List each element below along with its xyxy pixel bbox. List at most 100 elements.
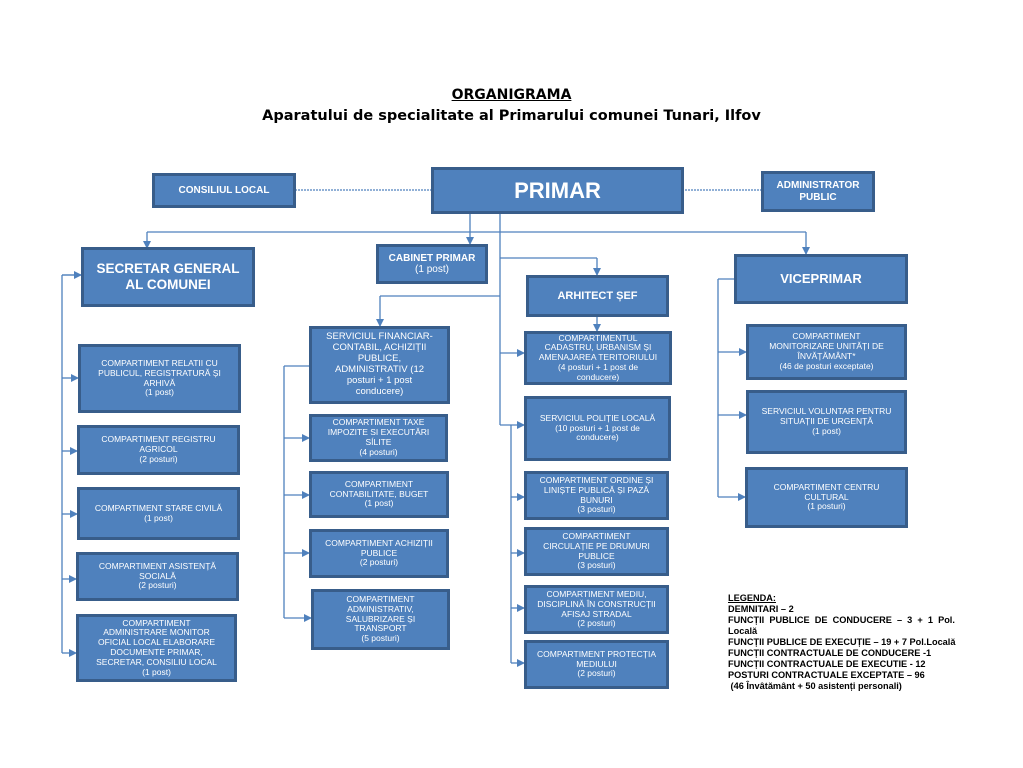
box-line: PUBLICE,	[357, 353, 402, 365]
box-line: CONTABILITATE, BUGET	[329, 488, 429, 499]
box-label: CONSILIUL LOCAL	[178, 184, 270, 196]
legend-line: FUNCȚII PUBLICE DE CONDUCERE – 3 + 1 Pol…	[728, 615, 955, 625]
legend-title: LEGENDA:	[728, 593, 776, 603]
box-arhitect-sef: ARHITECT ȘEF	[526, 275, 669, 317]
box-line: SALUBRIZARE ȘI	[345, 613, 416, 624]
box-line: PUBLICE	[360, 547, 398, 558]
box-line: TRANSPORT	[354, 623, 407, 634]
box-line: (1 post)	[364, 498, 394, 509]
box-line: (1 post)	[812, 425, 841, 436]
legend-line: Locală	[728, 626, 758, 636]
box-line: PUBLIC	[799, 191, 837, 203]
box-line: (3 posturi)	[577, 504, 616, 515]
box-contabilitate-buget: COMPARTIMENT CONTABILITATE, BUGET (1 pos…	[309, 471, 449, 518]
box-line: CULTURAL	[804, 491, 849, 502]
box-line: COMPARTIMENT TAXE	[332, 417, 425, 428]
box-consiliul-local: CONSILIUL LOCAL	[152, 173, 296, 208]
box-line: conducere)	[355, 385, 404, 397]
box-primar: PRIMAR	[431, 167, 684, 214]
box-line: ADMINISTRATOR	[776, 180, 860, 191]
box-line: ADMINISTRATIV (12	[334, 364, 425, 375]
box-registru-agricol: COMPARTIMENT REGISTRU AGRICOL (2 posturi…	[77, 425, 240, 475]
box-line: IMPOZITE SI EXECUTĂRI	[327, 427, 430, 438]
box-line: (46 de posturi exceptate)	[779, 360, 874, 371]
box-line: conducere)	[576, 371, 620, 382]
box-label: PRIMAR	[514, 177, 601, 203]
box-line: COMPARTIMENT RELATII CU	[101, 357, 218, 368]
legend-line: FUNCȚII CONTRACTUALE DE CONDUCERE -1	[728, 648, 932, 658]
box-line: CONTABIL, ACHIZIȚII	[332, 342, 427, 354]
box-line: DISCIPLINĂ ÎN CONSTRUCȚII	[537, 598, 656, 609]
box-line: posturi + 1 post	[346, 374, 413, 386]
box-administrator-public: ADMINISTRATOR PUBLIC	[761, 171, 875, 212]
box-secretar-general: SECRETAR GENERAL AL COMUNEI	[81, 247, 255, 307]
box-line: COMPARTIMENT	[344, 478, 414, 489]
box-relatii-publicul: COMPARTIMENT RELATII CU PUBLICUL, REGIST…	[78, 344, 241, 413]
box-monitorizare-invatamant: COMPARTIMENT MONITORIZARE UNITĂȚI DE ÎNV…	[746, 324, 907, 380]
box-line: CABINET PRIMAR	[388, 252, 476, 264]
box-line: MEDIULUI	[576, 658, 617, 669]
box-line: (1 posturi)	[807, 501, 846, 512]
box-monitor-oficial: COMPARTIMENT ADMINISTRARE MONITOR OFICIA…	[76, 614, 237, 682]
box-asistenta-sociala: COMPARTIMENT ASISTENȚĂ SOCIALĂ (2 postur…	[76, 552, 239, 601]
box-line: LINIȘTE PUBLICĂ ȘI PAZĂ	[543, 484, 650, 495]
box-label: ARHITECT ȘEF	[557, 289, 638, 302]
box-circulatie-drumuri: COMPARTIMENT CIRCULAȚIE PE DRUMURI PUBLI…	[524, 527, 669, 576]
box-line: SECRETAR, CONSILIU LOCAL	[96, 656, 217, 667]
box-line: AFISAJ STRADAL	[561, 608, 632, 619]
box-line: COMPARTIMENT ASISTENȚĂ	[98, 560, 217, 571]
box-line: (3 posturi)	[577, 560, 616, 571]
box-line: (2 posturi)	[577, 668, 616, 679]
box-line: COMPARTIMENT	[346, 594, 415, 605]
box-line: PUBLICE	[578, 550, 615, 561]
box-line: BUNURI	[580, 494, 613, 505]
box-label: VICEPRIMAR	[780, 270, 862, 286]
box-cadastru-urbanism: COMPARTIMENTUL CADASTRU, URBANISM ȘI AME…	[524, 331, 672, 385]
box-line: (1 post)	[144, 512, 173, 523]
box-line: (2 posturi)	[139, 453, 178, 464]
box-protectia-mediului: COMPARTIMENT PROTECȚIA MEDIULUI (2 postu…	[524, 640, 669, 689]
legend-line: (46 Învâtământ + 50 asistenți personali)	[728, 681, 902, 691]
box-line: (5 posturi)	[361, 633, 400, 644]
box-line: COMPARTIMENT MEDIU,	[546, 588, 647, 599]
box-line: CIRCULAȚIE PE DRUMURI	[543, 540, 650, 551]
box-line: conducere)	[576, 432, 619, 443]
box-administrativ-salubrizare: COMPARTIMENT ADMINISTRATIV, SALUBRIZARE …	[311, 589, 450, 650]
box-line: COMPARTIMENT	[122, 617, 191, 628]
box-line: SERVICIUL POLIȚIE LOCALĂ	[539, 412, 656, 423]
box-line: (2 posturi)	[138, 580, 177, 591]
page-title: ORGANIGRAMA	[451, 87, 572, 103]
legend-line: FUNCȚII PUBLICE DE EXECUȚIE – 19 + 7 Pol…	[728, 637, 956, 647]
box-viceprimar: VICEPRIMAR	[734, 254, 908, 304]
box-line: PUBLICUL, REGISTRATURĂ ȘI	[98, 367, 221, 378]
box-line: (1 post)	[142, 666, 171, 677]
box-ordine-liniste: COMPARTIMENT ORDINE ȘI LINIȘTE PUBLICĂ Ș…	[524, 471, 669, 520]
box-line: (2 posturi)	[577, 618, 616, 629]
box-line: CADASTRU, URBANISM ȘI	[544, 342, 652, 353]
box-line: DOCUMENTE PRIMAR,	[110, 647, 203, 657]
box-stare-civila: COMPARTIMENT STARE CIVILĂ (1 post)	[77, 487, 240, 540]
box-line: COMPARTIMENTUL	[558, 332, 638, 343]
legend-line: DEMNITARI – 2	[728, 604, 794, 614]
box-line: SITUAȚII DE URGENȚĂ	[779, 416, 874, 427]
box-line: COMPARTIMENT STARE CIVILĂ	[94, 502, 223, 513]
box-line: COMPARTIMENT	[792, 331, 861, 342]
box-line: SERVICIUL VOLUNTAR PENTRU	[761, 406, 892, 417]
box-cabinet-primar: CABINET PRIMAR (1 post)	[376, 244, 488, 284]
box-voluntar-urgenta: SERVICIUL VOLUNTAR PENTRU SITUAȚII DE UR…	[746, 390, 907, 454]
box-line: (2 posturi)	[359, 557, 399, 568]
box-line: (1 post)	[145, 387, 174, 398]
box-centru-cultural: COMPARTIMENT CENTRU CULTURAL (1 posturi)	[745, 467, 908, 528]
box-line: SECRETAR GENERAL	[96, 261, 240, 277]
legend-line: FUNCȚII CONTRACTUALE DE EXECUTIE - 12	[728, 659, 926, 669]
box-line: SÍLITE	[365, 437, 392, 447]
box-line: MONITORIZARE UNITĂȚI DE	[769, 341, 884, 352]
box-line: ADMINISTRATIV,	[347, 603, 414, 614]
box-line: SERVICIUL FINANCIAR-	[326, 331, 433, 343]
page-subtitle: Aparatului de specialitate al Primarului…	[262, 108, 761, 124]
box-line: COMPARTIMENT REGISTRU	[101, 434, 216, 445]
box-line: AMENAJAREA TERITORIULUI	[538, 352, 658, 363]
box-politie-locala: SERVICIUL POLIȚIE LOCALĂ (10 posturi + 1…	[524, 396, 671, 461]
box-line: (1 post)	[415, 264, 449, 275]
